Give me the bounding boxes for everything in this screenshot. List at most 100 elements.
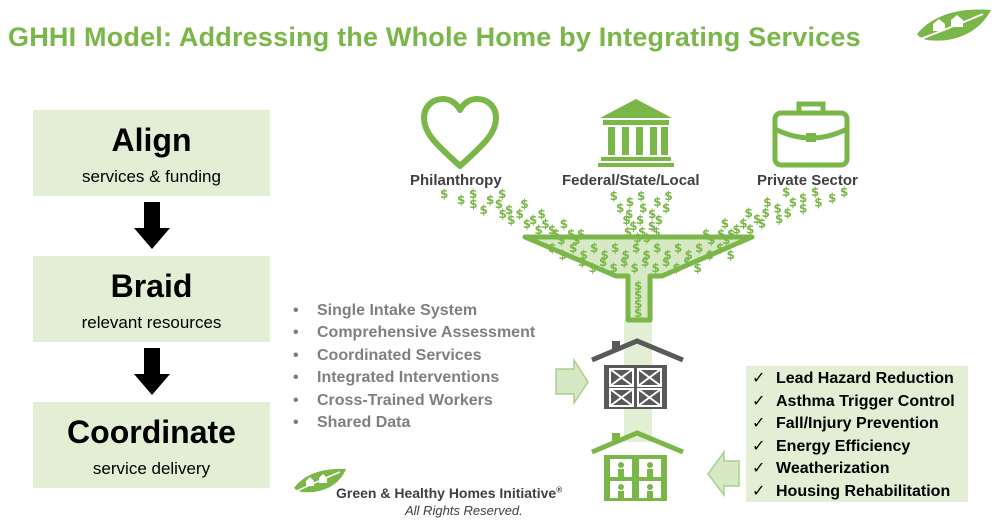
outcome-label: Lead Hazard Reduction [776, 370, 954, 387]
source-label-private-sector: Private Sector [757, 172, 858, 189]
dollar-sign-icon: $ [652, 225, 660, 239]
dollar-sign-icon: $ [664, 189, 672, 203]
dollar-sign-icon: $ [610, 261, 618, 275]
dollar-sign-icon: $ [440, 187, 448, 201]
dollar-sign-icon: $ [469, 197, 477, 211]
dollar-sign-icon: $ [634, 288, 642, 302]
dollar-sign-icon: $ [799, 202, 807, 216]
ghhi-footer-logo-icon [289, 468, 346, 495]
dollar-sign-icon: $ [529, 213, 537, 227]
dollar-sign-icon: $ [572, 233, 580, 247]
footer-org-name: Green & Healthy Homes Initiative® [336, 485, 562, 501]
dollar-sign-icon: $ [739, 217, 747, 231]
dollar-sign-icon: $ [784, 206, 792, 220]
integrated-services-list: •Single Intake System •Comprehensive Ass… [293, 300, 535, 434]
dollar-sign-icon: $ [622, 248, 630, 262]
dollar-sign-icon: $ [840, 185, 848, 199]
bullet-icon: • [293, 346, 299, 364]
dollar-sign-icon: $ [634, 297, 642, 311]
dollar-sign-icon: $ [616, 201, 624, 215]
step-coordinate-desc: service delivery [92, 459, 211, 478]
list-item: • Coordinated Services [293, 345, 535, 367]
dollar-sign-icon: $ [499, 207, 507, 221]
dollar-sign-icon: $ [758, 217, 766, 231]
dollar-sign-icon: $ [601, 248, 609, 262]
step-align: Align services & funding [33, 110, 270, 196]
dollar-sign-icon: $ [746, 223, 754, 237]
page-title: GHHI Model: Addressing the Whole Home by… [8, 22, 861, 52]
checkmark-icon: ✓ [752, 460, 766, 477]
dollar-sign-icon: $ [541, 217, 549, 231]
dollar-sign-icon: $ [717, 227, 725, 241]
dollar-sign-icon: $ [632, 241, 640, 255]
dollar-sign-icon: $ [799, 191, 807, 205]
dollar-sign-icon: $ [535, 223, 543, 237]
dollar-sign-icon: $ [578, 255, 586, 269]
dollar-sign-icon: $ [782, 185, 790, 199]
dollar-sign-icon: $ [589, 261, 597, 275]
list-item-label: Shared Data [317, 414, 411, 432]
funding-funnel-graphic: $$$$$$$$$$$$$$$$$$$$$$$$$$$$$$$$$$$$$$$$… [440, 185, 848, 501]
outcome-label: Fall/Injury Prevention [776, 415, 939, 432]
step-align-title: Align [111, 122, 192, 158]
list-item-label: Comprehensive Assessment [317, 324, 536, 342]
checkmark-icon: ✓ [752, 370, 766, 387]
government-building-icon [598, 99, 674, 167]
list-item-label: Coordinated Services [317, 346, 482, 364]
outcome-item: ✓Weatherization [746, 458, 968, 481]
checkmark-icon: ✓ [752, 415, 766, 432]
dollar-sign-icon: $ [722, 233, 730, 247]
list-item-label: Cross-Trained Workers [317, 391, 493, 409]
dollar-sign-icon: $ [552, 227, 560, 241]
dollar-sign-icon: $ [828, 191, 836, 205]
dollar-sign-icon: $ [495, 197, 503, 211]
dollar-sign-icon: $ [643, 231, 651, 245]
outcome-item: ✓ Asthma Trigger Control [746, 391, 968, 414]
dollar-sign-icon: $ [811, 185, 819, 199]
dollar-sign-icon: $ [762, 206, 770, 220]
dollar-sign-icon: $ [599, 255, 607, 269]
dollar-sign-icon: $ [685, 248, 693, 262]
dollar-sign-icon: $ [624, 225, 632, 239]
dollar-sign-icon: $ [611, 241, 619, 255]
outcome-label: Housing Rehabilitation [776, 482, 951, 500]
bullet-icon: • [293, 391, 299, 409]
dollar-sign-icon: $ [664, 248, 672, 262]
step-braid-desc: relevant resources [81, 313, 222, 332]
down-arrow-icon [134, 348, 170, 395]
outcome-item: ✓ Lead Hazard Reduction [746, 368, 968, 391]
dollar-sign-icon: $ [707, 233, 715, 247]
dollar-sign-icon: $ [695, 241, 703, 255]
dollar-sign-icon: $ [622, 213, 630, 227]
dollar-sign-icon: $ [557, 233, 565, 247]
dollar-sign-icon: $ [520, 197, 528, 211]
dollar-sign-icon: $ [634, 279, 642, 293]
dollar-sign-icon: $ [637, 189, 645, 203]
outcome-label: Energy Efficiency [776, 437, 911, 455]
outcome-label: Asthma Trigger Control [776, 392, 955, 410]
bullet-icon: • [293, 302, 299, 319]
dollar-sign-icon: $ [727, 227, 735, 241]
dollar-sign-icon: $ [745, 206, 753, 220]
source-label-philanthropy: Philanthropy [410, 172, 502, 189]
dollar-sign-icon: $ [567, 227, 575, 241]
briefcase-icon [772, 101, 850, 168]
dollar-sign-icon: $ [789, 196, 797, 210]
bullet-icon: • [293, 369, 299, 387]
dollar-sign-icon: $ [763, 196, 771, 210]
dollar-sign-icon: $ [694, 261, 702, 275]
dollar-sign-icon: $ [638, 225, 646, 239]
checkmark-icon: ✓ [752, 392, 766, 410]
registered-mark: ® [556, 485, 563, 495]
dollar-sign-icon: $ [480, 203, 488, 217]
dollar-sign-icon: $ [652, 261, 660, 275]
dollar-sign-icon: $ [655, 213, 663, 227]
dollar-sign-icon: $ [633, 231, 641, 245]
dollar-sign-icon: $ [559, 248, 567, 262]
dollar-sign-icon: $ [626, 195, 634, 209]
dollar-sign-icon: $ [457, 193, 465, 207]
step-coordinate-title: Coordinate [67, 414, 236, 450]
list-item: •Shared Data [293, 412, 535, 434]
outcome-item: ✓Energy Efficiency [746, 436, 968, 459]
dollar-sign-icon: $ [683, 255, 691, 269]
